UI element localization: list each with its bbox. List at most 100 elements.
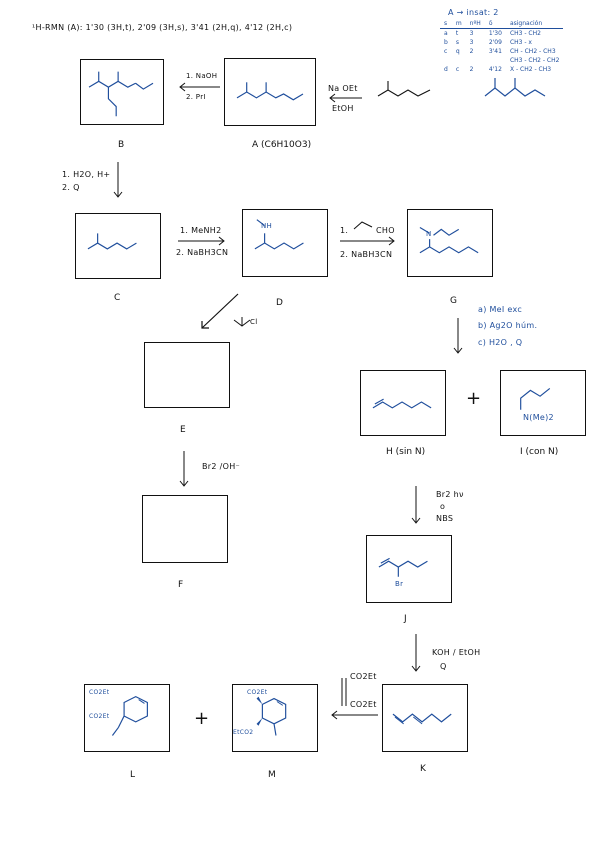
step-a-mei: a) MeI exc [478, 305, 523, 314]
extra-assignment: CH3 - CH2 - CH2 [509, 57, 560, 64]
molecule-k-box [382, 684, 468, 752]
propanal-structure [353, 221, 373, 230]
molecule-f-box-empty [142, 495, 228, 563]
ethyl-acetate-structure [377, 81, 431, 97]
table-row: CH3 - CH2 - CH2 [440, 56, 563, 65]
plus-sign-lm: + [194, 708, 210, 729]
molecule-c-box [75, 213, 161, 279]
nme2-label: N(Me)2 [523, 413, 554, 422]
molecule-i-box: N(Me)2 [500, 370, 586, 436]
molecule-c-structure [87, 233, 137, 250]
molecule-m-box: CO2Et EtCO2 [232, 684, 318, 752]
molecule-a-sketch-blue [484, 78, 546, 97]
label-h: H (sin N) [386, 447, 426, 457]
reagent-cho: CHO [376, 226, 395, 235]
dienophile-co2et-bottom: CO2Et [350, 700, 377, 709]
reagent-menh2: 1. MeNH2 [180, 226, 222, 235]
label-e: E [180, 425, 186, 435]
nh-label: NH [261, 222, 273, 230]
molecule-g-box: N [407, 209, 493, 277]
molecule-b-structure [88, 71, 154, 117]
arrow-j-to-k [411, 634, 421, 672]
dienophile-structure [341, 678, 347, 706]
molecule-b-box [80, 59, 164, 125]
header-assignment: asignación [505, 19, 564, 29]
label-c: C [114, 293, 121, 303]
arrow-k-to-lm [331, 710, 378, 720]
header-multiplicity: m [451, 19, 466, 29]
arrow-c-to-d [178, 236, 225, 246]
arrow-e-to-f [179, 451, 189, 487]
molecule-e-box-empty [144, 342, 230, 408]
molecule-k-structure [392, 713, 452, 725]
label-f: F [178, 580, 184, 590]
arrow-d-to-e [201, 293, 239, 329]
molecule-h-box [360, 370, 446, 436]
step-b-ag2o: b) Ag2O húm. [478, 321, 538, 330]
molecule-a-structure [236, 82, 304, 101]
reagent-or: o [440, 502, 446, 511]
molecule-m-structure [256, 696, 287, 736]
dienophile-co2et-top: CO2Et [350, 672, 377, 681]
label-b: B [118, 140, 125, 150]
acetyl-chloride-structure [233, 317, 251, 327]
cl-label: Cl [250, 318, 258, 326]
molecule-j-structure [378, 557, 428, 577]
header-nh: nºH [465, 19, 485, 29]
reagent-aldehyde-step: 1. [340, 226, 349, 235]
molecule-d-structure [254, 219, 304, 250]
molecule-j-box: Br [366, 535, 452, 603]
label-l: L [130, 770, 136, 780]
reagent-heat-k: Q [440, 662, 447, 671]
label-m: M [268, 770, 276, 780]
arrow-h-to-j [411, 486, 421, 524]
molecule-a-box [224, 58, 316, 126]
reagent-naoet: Na OEt [328, 84, 358, 93]
header-signal: s [440, 19, 452, 29]
arrow-d-to-g [340, 236, 395, 246]
unsaturation-note: A → insat: 2 [448, 8, 499, 17]
m-ester-top: CO2Et [247, 689, 268, 696]
reagent-br2-oh: Br2 /OH⁻ [202, 462, 241, 471]
label-k: K [420, 764, 426, 774]
nmr-data-line: ¹H-RMN (A): 1'30 (3H,t), 2'09 (3H,s), 3'… [32, 23, 293, 32]
molecule-l-box: CO2Et CO2Et [84, 684, 170, 752]
label-j: J [404, 614, 407, 624]
molecule-d-box: NH [242, 209, 328, 277]
label-g: G [450, 296, 457, 306]
reagent-hydrolysis: 1. H2O, H+ [62, 170, 111, 179]
reagent-nabh3cn-2: 2. NaBH3CN [340, 250, 393, 259]
reagent-koh: KOH / EtOH [432, 648, 481, 657]
molecule-h-structure [372, 398, 432, 409]
arrow-ester-to-a [329, 93, 362, 103]
molecule-i-structure [520, 388, 551, 410]
arrow-b-to-c [113, 162, 123, 198]
reagent-heat: 2. Q [62, 183, 80, 192]
l-ester-top: CO2Et [89, 689, 110, 696]
reagent-nbs: NBS [436, 514, 454, 523]
reagent-naoh: 1. NaOH [186, 72, 218, 80]
n-label: N [426, 230, 432, 238]
reagent-etoh: EtOH [332, 104, 354, 113]
plus-sign-hi: + [466, 388, 482, 409]
label-a: A (C6H10O3) [252, 140, 312, 150]
reagent-nabh3cn-1: 2. NaBH3CN [176, 248, 229, 257]
header-delta: δ [484, 19, 506, 29]
reagent-br2-hv: Br2 hν [436, 490, 464, 499]
l-ester-bottom: CO2Et [89, 713, 110, 720]
m-ester-bottom: EtCO2 [233, 729, 254, 736]
molecule-g-structure [419, 226, 479, 254]
arrow-g-to-hi [453, 318, 463, 354]
arrow-a-to-b [179, 82, 220, 92]
step-c-heat: c) H2O , Q [478, 338, 523, 347]
br-label: Br [395, 580, 404, 588]
label-d: D [276, 298, 283, 308]
reagent-pri: 2. PrI [186, 93, 206, 101]
label-i: I (con N) [520, 447, 559, 457]
molecule-l-structure [111, 695, 148, 736]
